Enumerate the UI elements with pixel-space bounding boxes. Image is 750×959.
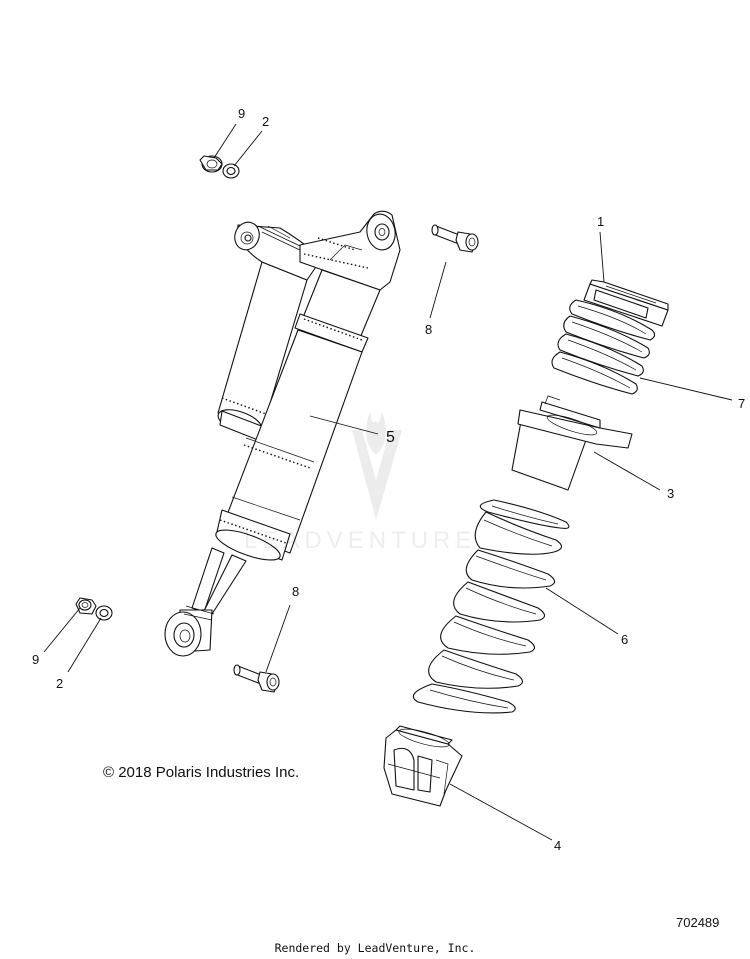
leader-lines — [43, 123, 733, 841]
callout-5: 5 — [386, 429, 395, 446]
coil-spring-part-6 — [412, 499, 570, 714]
spring-adapter-part-3 — [511, 395, 633, 491]
callout-4: 4 — [554, 838, 561, 853]
watermark-text: LEADVENTURE — [244, 527, 477, 554]
callout-2-lower: 2 — [56, 676, 63, 691]
nut-part-9-upper — [199, 155, 223, 173]
copyright-notice: © 2018 Polaris Industries Inc. — [103, 764, 300, 781]
bolt-part-8-upper — [431, 224, 479, 253]
spring-seat-part-4 — [383, 725, 463, 807]
callout-6: 6 — [621, 632, 628, 647]
nut-part-9-lower — [75, 597, 97, 615]
diagram-number: 702489 — [676, 915, 720, 930]
bolt-part-8-lower — [233, 664, 280, 693]
spring-cap-part-1 — [583, 279, 669, 327]
callout-2-upper: 2 — [262, 114, 269, 129]
shock-absorber-part-5 — [164, 210, 401, 657]
callout-8-upper: 8 — [425, 322, 432, 337]
bellows-part-7 — [551, 299, 656, 395]
rendered-by-credit: Rendered by LeadVenture, Inc. — [274, 941, 476, 955]
callout-1: 1 — [597, 214, 604, 229]
callout-9-lower: 9 — [32, 652, 39, 667]
callout-7: 7 — [738, 396, 745, 411]
washer-part-2-lower — [95, 605, 113, 621]
washer-part-2-upper — [222, 163, 240, 179]
callout-3: 3 — [667, 486, 674, 501]
callout-9-upper: 9 — [238, 106, 245, 121]
callout-8-lower: 8 — [292, 584, 299, 599]
